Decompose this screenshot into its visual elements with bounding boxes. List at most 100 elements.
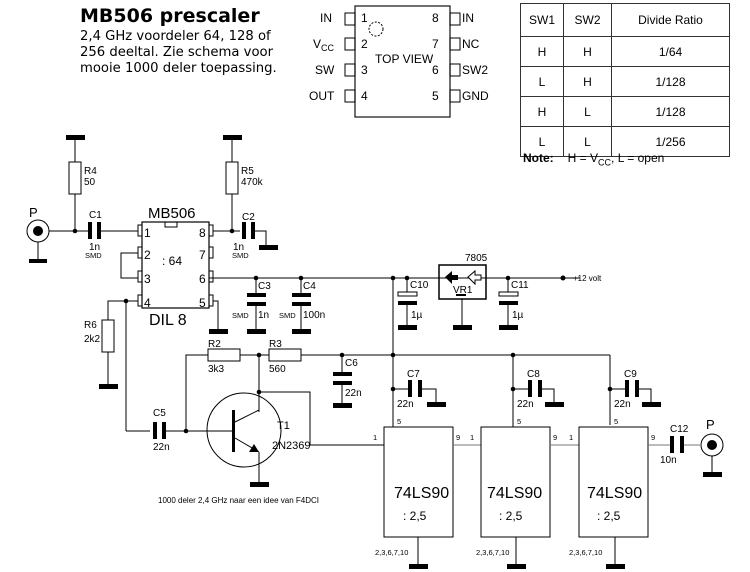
c11-ref: C11 <box>511 280 529 291</box>
note-label: Note: <box>523 151 554 165</box>
t1-ref: T1 <box>277 420 290 432</box>
mb506-pin: 6 <box>199 272 206 286</box>
capacitor-c2 <box>242 222 278 250</box>
divider-pins-gnd: 2,3,6,7,10 <box>569 548 602 557</box>
capacitor-c3 <box>247 275 266 334</box>
pin-number: 2 <box>361 37 368 51</box>
capacitor-c1 <box>88 222 138 239</box>
capacitor-c12 <box>648 436 700 453</box>
pin-number: 8 <box>432 11 439 25</box>
pin-number: 3 <box>361 63 368 77</box>
output-connector-icon <box>700 433 724 477</box>
mb506-pin: 1 <box>144 226 151 240</box>
c7-value: 22n <box>397 399 414 410</box>
table-cell: H <box>520 36 564 67</box>
supply-terminal <box>560 275 566 281</box>
divider-pin-in: 1 <box>373 433 377 442</box>
pin-number: 6 <box>432 63 439 77</box>
ic-74ls90-1 <box>383 419 454 569</box>
capacitor-c9 <box>607 380 661 407</box>
divider-part: 74LS90 <box>394 485 449 502</box>
regulator-part: 7805 <box>465 253 488 264</box>
resistor-r3 <box>268 348 302 362</box>
r2-value: 3k3 <box>208 364 225 375</box>
c2-value: 1n <box>233 242 244 253</box>
note-subscript: CC <box>598 157 612 168</box>
pin-name: IN <box>462 11 474 25</box>
divider-pin-vcc: 5 <box>397 417 401 426</box>
c8-ref: C8 <box>527 369 540 380</box>
r4-value: 50 <box>84 177 96 188</box>
c1-value: 1n <box>89 242 100 253</box>
pin-name: SW2 <box>462 63 488 77</box>
divider-part: 74LS90 <box>487 485 542 502</box>
mb506-pin: 3 <box>144 272 151 286</box>
mb506-pin: 4 <box>144 296 151 310</box>
c3-note: SMD <box>232 311 249 320</box>
credit-text: 1000 deler 2,4 GHz naar een idee van F4D… <box>158 496 319 505</box>
pin-name: IN <box>320 11 332 25</box>
top-view-label: TOP VIEW <box>375 52 434 66</box>
divider-pin-vcc: 5 <box>517 417 521 426</box>
c3-value: 1n <box>258 310 269 321</box>
mb506-pin: 5 <box>199 296 206 310</box>
table-cell: 1/64 <box>611 36 730 67</box>
divider-pin-out: 9 <box>651 433 655 442</box>
r6-ref: R6 <box>84 320 97 331</box>
table-header-row: SW1 SW2 Divide Ratio <box>520 3 730 37</box>
table-row: L L 1/256 <box>520 126 730 157</box>
c9-value: 22n <box>614 399 631 410</box>
divider-ratio: : 2,5 <box>597 509 621 523</box>
pin-name: NC <box>462 37 480 51</box>
table-cell: 1/128 <box>611 66 730 97</box>
description: 2,4 GHz voordeler 64, 128 of 256 deeltal… <box>80 29 320 77</box>
transistor-t1 <box>206 392 282 487</box>
divide-ratio-table: SW1 SW2 Divide Ratio H H 1/64 L H 1/128 … <box>520 3 730 157</box>
divider-pin-out: 9 <box>456 433 460 442</box>
capacitor-c7 <box>390 380 446 407</box>
r5-ref: R5 <box>241 166 254 177</box>
table-cell: H <box>563 66 612 97</box>
resistor-r5 <box>223 135 242 231</box>
c9-ref: C9 <box>624 369 637 380</box>
c12-value: 10n <box>660 455 677 466</box>
divider-part: 74LS90 <box>587 485 642 502</box>
divider-ratio: : 2,5 <box>403 509 427 523</box>
table-row: H H 1/64 <box>520 36 730 67</box>
capacitor-c10 <box>397 275 418 330</box>
divider-pins-gnd: 2,3,6,7,10 <box>476 548 509 557</box>
c7-ref: C7 <box>407 369 420 380</box>
note-text: H = V <box>567 151 599 165</box>
r4-ref: R4 <box>84 166 97 177</box>
pin-name: GND <box>462 89 489 103</box>
capacitor-c4 <box>292 275 311 334</box>
c8-value: 22n <box>517 399 534 410</box>
regulator-ref: VR1 <box>453 285 473 296</box>
pin-name: OUT <box>309 89 335 103</box>
capacitor-c6 <box>333 352 352 408</box>
r5-value: 470k <box>241 177 264 188</box>
divider-pin-out: 9 <box>553 433 557 442</box>
c5-value: 22n <box>153 442 170 453</box>
resistor-r4 <box>66 135 85 231</box>
pin-number: 4 <box>361 89 368 103</box>
table-cell: L <box>563 126 612 157</box>
t1-part: 2N2369 <box>272 440 311 452</box>
mb506-ratio: : 64 <box>162 254 182 268</box>
c4-ref: C4 <box>303 281 316 292</box>
capacitor-c11 <box>498 275 519 330</box>
divider-pins-gnd: 2,3,6,7,10 <box>375 548 408 557</box>
c1-ref: C1 <box>89 210 102 221</box>
description-line: 2,4 GHz voordeler 64, 128 of <box>80 29 271 44</box>
c12-ref: C12 <box>670 424 689 435</box>
note-text: , L = open <box>611 151 665 165</box>
r6-value: 2k2 <box>84 334 101 345</box>
column-header: SW1 <box>520 3 564 37</box>
page-title: MB506 prescaler <box>80 5 260 27</box>
mb506-pin: 2 <box>144 248 151 262</box>
ic-74ls90-2 <box>480 419 551 569</box>
description-line: 256 deeltal. Zie schema voor <box>80 45 274 60</box>
pin-name-main: V <box>313 37 321 51</box>
input-connector-icon <box>26 219 50 263</box>
capacitor-c8 <box>510 380 564 407</box>
